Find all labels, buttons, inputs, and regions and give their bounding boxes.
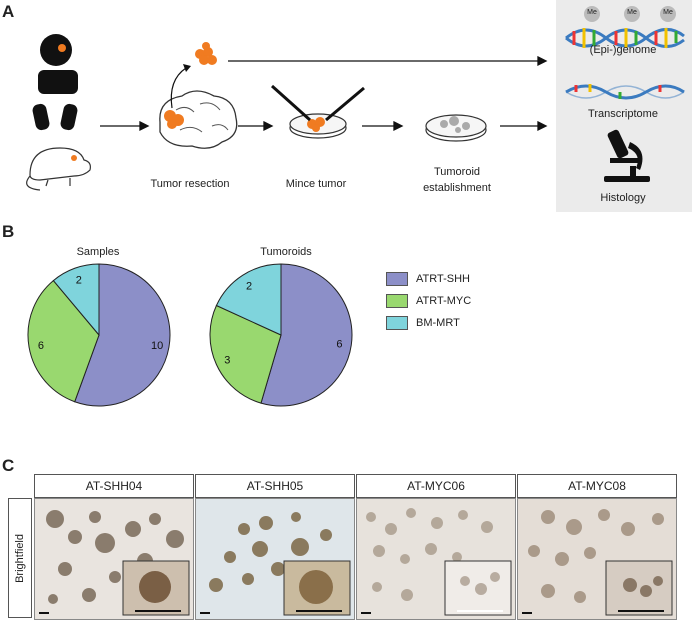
legend-item: ATRT-MYC [386, 294, 471, 308]
pie-value-label: 10 [151, 340, 163, 352]
step-label-mince: Mince tumor [285, 178, 347, 190]
brain-icon [159, 90, 238, 149]
column-header-2: AT-SHH05 [195, 474, 355, 498]
workflow-diagram [26, 0, 692, 212]
pie-chart-samples: 10 6 2 [27, 263, 171, 407]
column-header-4: AT-MYC08 [517, 474, 677, 498]
column-header-1: AT-SHH04 [34, 474, 194, 498]
panel-label-c: C [2, 456, 15, 475]
row-label-box: Brightfield [8, 498, 32, 618]
mince-icon [270, 84, 365, 139]
micrograph-myc06 [356, 498, 516, 620]
row-label-brightfield: Brightfield [14, 533, 26, 583]
pie-slice-bm-mrt [215, 263, 282, 336]
legend-label: ATRT-MYC [416, 295, 472, 307]
pie-slice-atrt-shh [74, 263, 171, 407]
column-header-3: AT-MYC06 [356, 474, 516, 498]
step-label-tumoroid: Tumoroid establishment [423, 166, 491, 194]
legend-label: ATRT-SHH [416, 273, 470, 285]
output-label-genome: (Epi-)genome [589, 44, 657, 56]
methyl-label-3: Me [663, 9, 673, 16]
tumor-icon [195, 42, 217, 65]
legend-swatch-shh [386, 272, 408, 286]
output-label-histology: Histology [600, 192, 646, 204]
child-icon [32, 34, 78, 131]
pie-title-samples: Samples [76, 246, 120, 258]
pie-value-label: 2 [76, 275, 82, 287]
output-label-transcriptome: Transcriptome [588, 108, 658, 120]
micrograph-shh05 [195, 498, 355, 620]
mouse-icon [26, 147, 91, 191]
pie-value-label: 6 [336, 338, 342, 350]
methyl-label-2: Me [627, 9, 637, 16]
rna-icon [565, 84, 685, 100]
legend-label: BM-MRT [416, 317, 460, 329]
pie-slice-bm-mrt [52, 263, 100, 337]
dna-icon [565, 6, 685, 48]
pie-value-label: 2 [246, 280, 252, 292]
micrograph-myc08 [517, 498, 677, 620]
legend-item: BM-MRT [386, 316, 471, 330]
pie-chart-tumoroids: 6 3 2 [209, 263, 353, 407]
legend-swatch-myc [386, 294, 408, 308]
methyl-label-1: Me [587, 9, 597, 16]
pie-title-tumoroids: Tumoroids [260, 246, 312, 258]
legend-item: ATRT-SHH [386, 272, 471, 286]
dish-icon [425, 114, 487, 142]
pie-value-label: 6 [38, 340, 44, 352]
panel-label-b: B [2, 222, 15, 241]
step-label-resection: Tumor resection [150, 178, 230, 190]
microscope-icon [604, 129, 650, 182]
legend: ATRT-SHH ATRT-MYC BM-MRT [386, 272, 471, 330]
pie-slice-atrt-myc [27, 279, 100, 403]
panel-label-a: A [2, 2, 15, 21]
legend-swatch-bm [386, 316, 408, 330]
pie-slice-atrt-myc [209, 304, 282, 404]
micrograph-shh04 [34, 498, 194, 620]
pie-slice-atrt-shh [260, 263, 353, 407]
pie-value-label: 3 [224, 355, 230, 367]
